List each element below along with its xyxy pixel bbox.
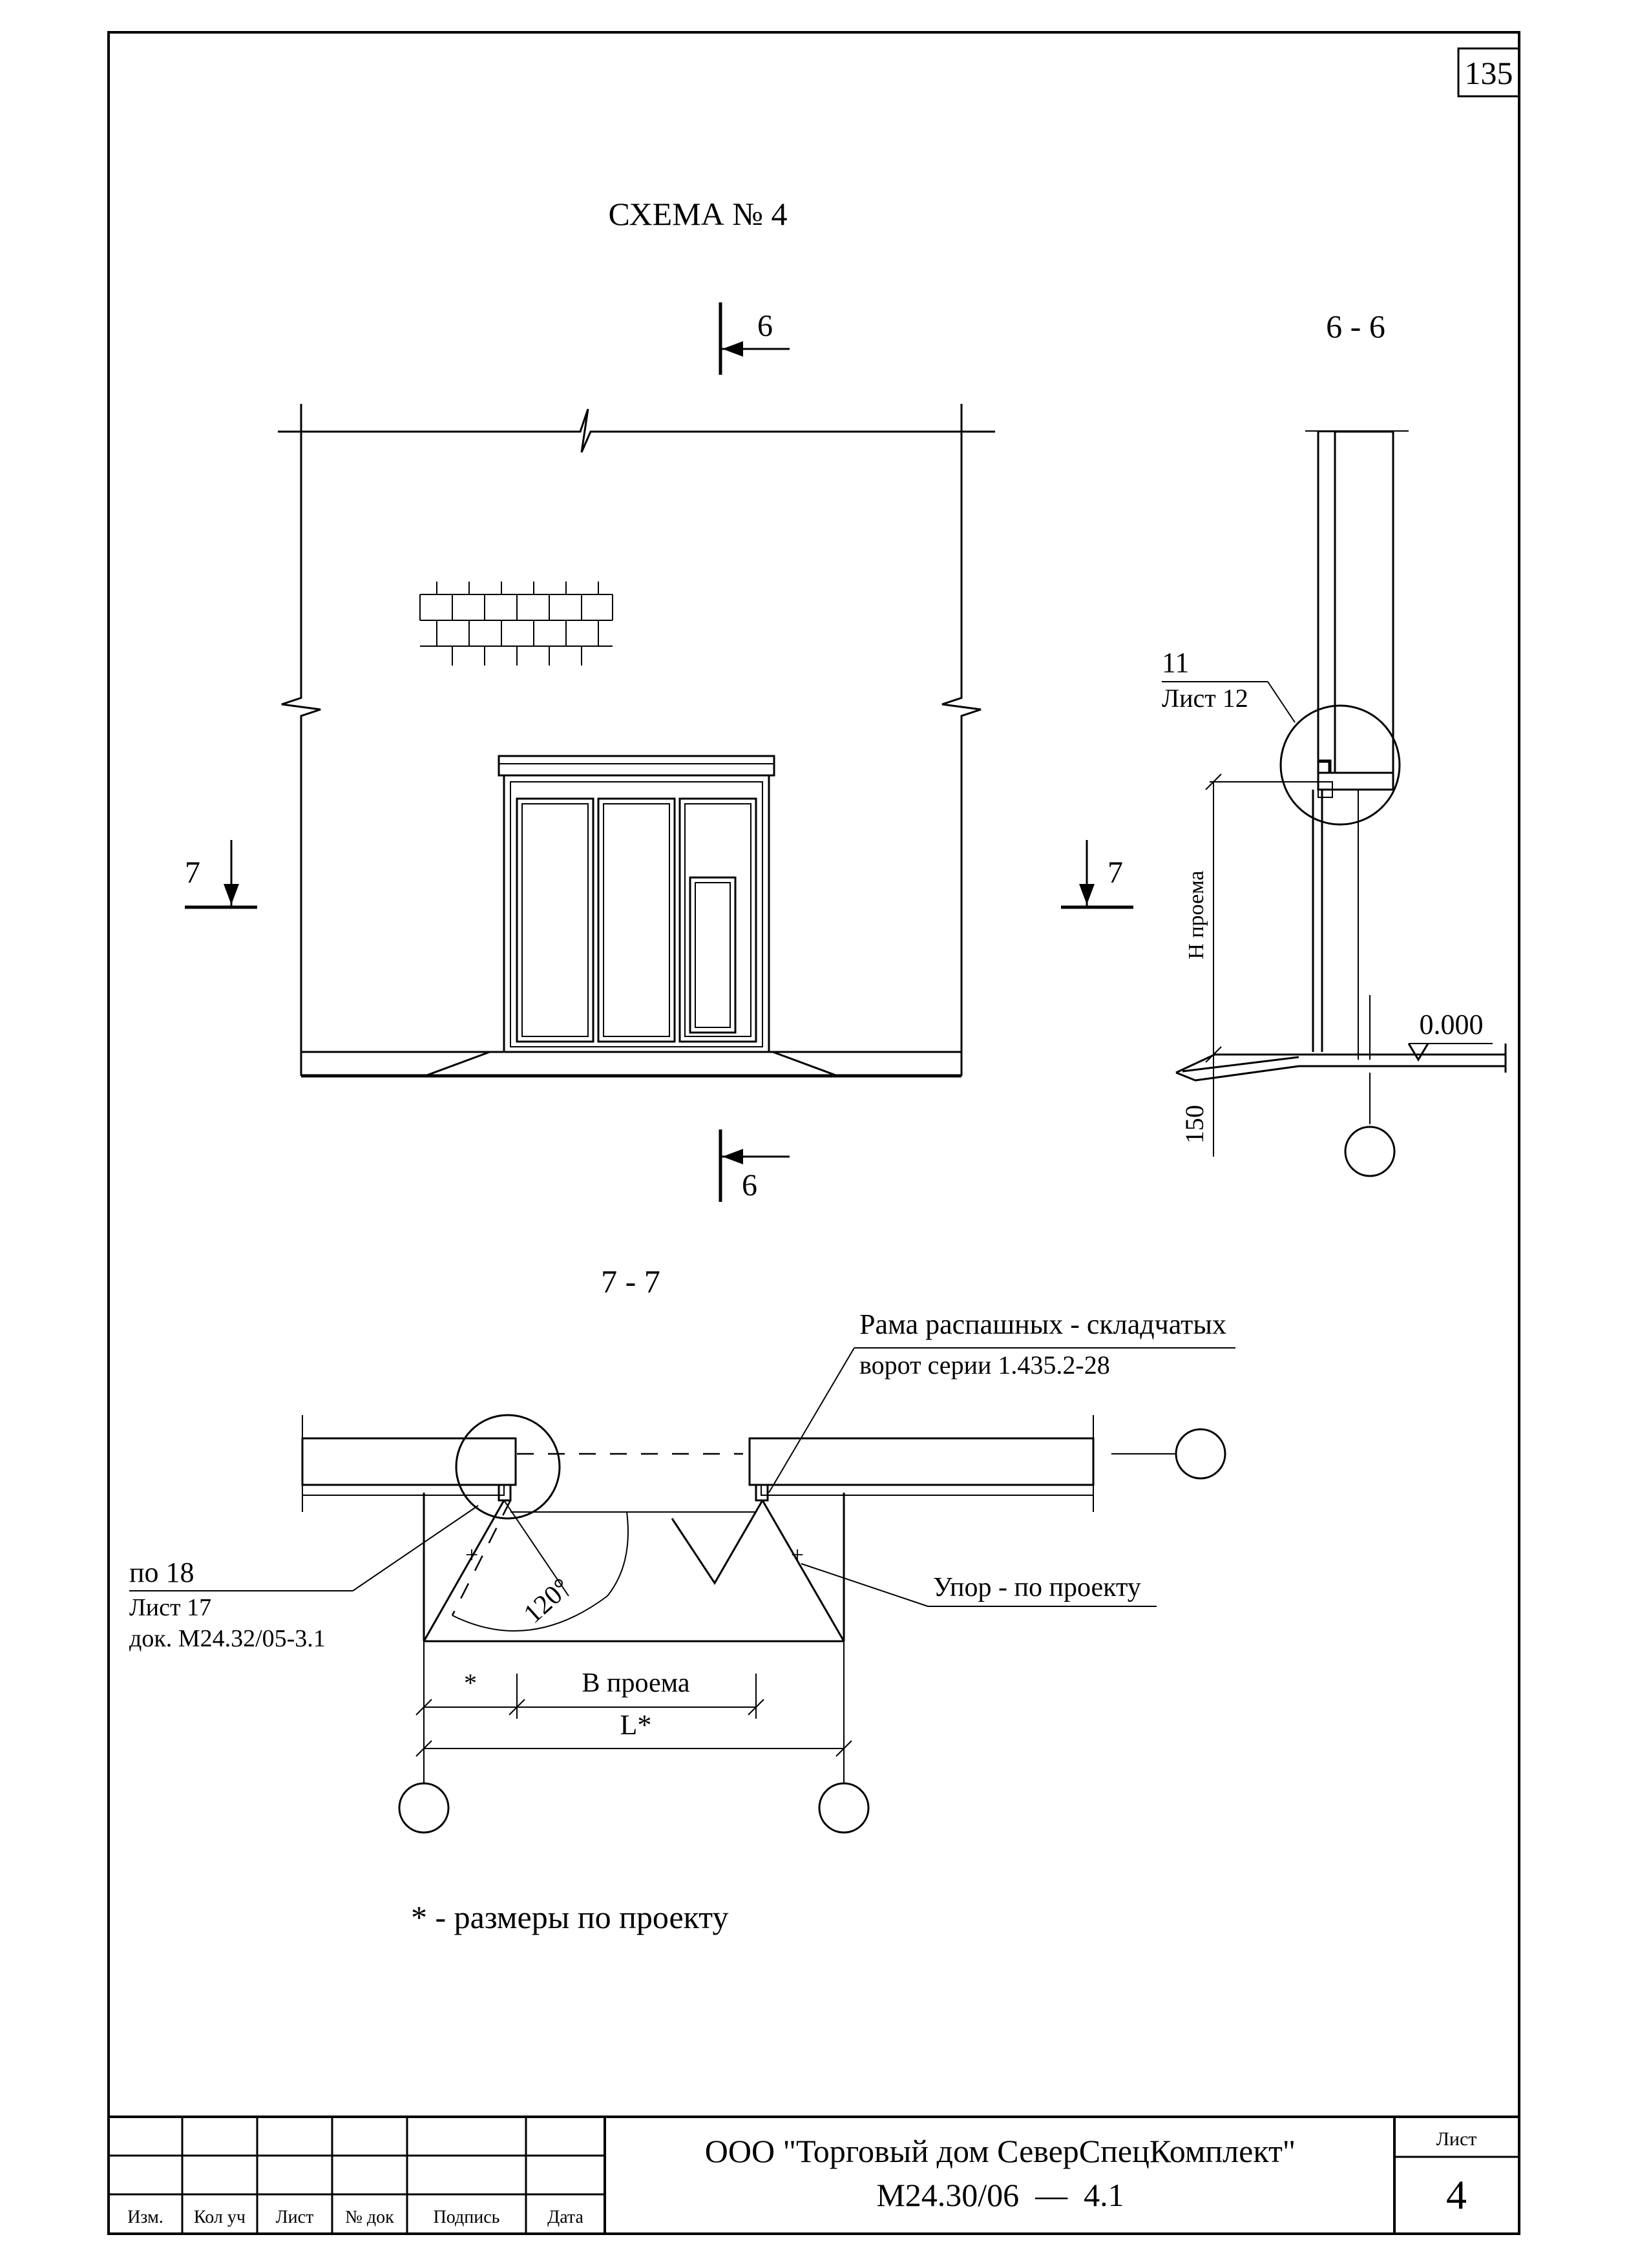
col-kol-uch: Кол уч	[194, 2207, 246, 2227]
frame-note-line1: Рама распашных - складчатых	[859, 1308, 1226, 1340]
front-elevation: 6 6 7 7	[185, 302, 1133, 1202]
col-list: Лист	[276, 2207, 314, 2227]
axis-circle-6-6	[1344, 1126, 1396, 1177]
axis-circle-right	[1175, 1428, 1226, 1480]
axis-circle-bottom-right	[818, 1782, 870, 1834]
col-ndok: № док	[345, 2207, 394, 2227]
dim-opening-width: В проема	[582, 1668, 689, 1698]
drawing-title: СХЕМА № 4	[609, 196, 788, 232]
section-7-7: 7 - 7 120° + +	[129, 1263, 1235, 1834]
section-6-cut-top: 6	[719, 302, 790, 375]
title-block: Изм. Кол уч Лист № док Подпись Дата ООО …	[109, 2116, 1519, 2234]
sheet-frame: 135	[107, 31, 1520, 2235]
section-7-cut-right: 7	[1061, 840, 1133, 909]
node-callout-circle-18	[455, 1414, 561, 1520]
level-mark: 0.000	[1420, 1009, 1484, 1040]
dim-150: 150	[1180, 1105, 1209, 1144]
node-ref-line3: док. М24.32/05-3.1	[129, 1625, 326, 1652]
company-name: ООО "Торговый дом СеверСпецКомплект"	[705, 2133, 1296, 2169]
col-podpis: Подпись	[434, 2207, 500, 2227]
cut-label-6-top: 6	[757, 309, 773, 343]
section-7-7-title: 7 - 7	[601, 1263, 660, 1299]
sheet-label: Лист	[1436, 2128, 1477, 2150]
node-ref-line1: по 18	[129, 1557, 194, 1588]
stop-note: Упор - по проекту	[933, 1573, 1141, 1602]
col-data: Дата	[547, 2207, 583, 2227]
sheet-value: 4	[1446, 2172, 1467, 2218]
col-izm: Изм.	[127, 2207, 163, 2227]
dim-star: *	[464, 1668, 477, 1697]
dim-L: L*	[620, 1709, 652, 1741]
plus-mark-right: +	[791, 1542, 804, 1568]
cut-label-6-bottom: 6	[742, 1168, 757, 1202]
section-7-cut-left: 7	[185, 840, 257, 909]
footnote: * - размеры по проекту	[411, 1899, 728, 1935]
swing-angle: 120°	[518, 1573, 576, 1630]
plus-mark-left: +	[465, 1542, 478, 1568]
corner-sheet-number: 135	[1465, 55, 1513, 91]
brick-texture	[419, 582, 613, 666]
document-code: М24.30/06 — 4.1	[876, 2177, 1124, 2213]
node-callout-sheet: Лист 12	[1162, 684, 1248, 713]
section-6-cut-bottom: 6	[719, 1129, 790, 1202]
node-ref-line2: Лист 17	[129, 1594, 211, 1621]
section-6-6: 6 - 6 11 Лист 12 0.000	[1162, 308, 1507, 1177]
frame-note-line2: ворот серии 1.435.2-28	[859, 1350, 1110, 1380]
section-6-6-title: 6 - 6	[1326, 308, 1385, 344]
cut-label-7-left: 7	[185, 856, 200, 890]
gate-elevation	[498, 755, 775, 1053]
dim-opening-height: Н проема	[1184, 870, 1208, 959]
node-callout-number: 11	[1162, 647, 1189, 678]
axis-circle-left	[398, 1782, 450, 1834]
cut-label-7-right: 7	[1108, 856, 1123, 890]
node-callout-circle-11	[1279, 704, 1401, 826]
